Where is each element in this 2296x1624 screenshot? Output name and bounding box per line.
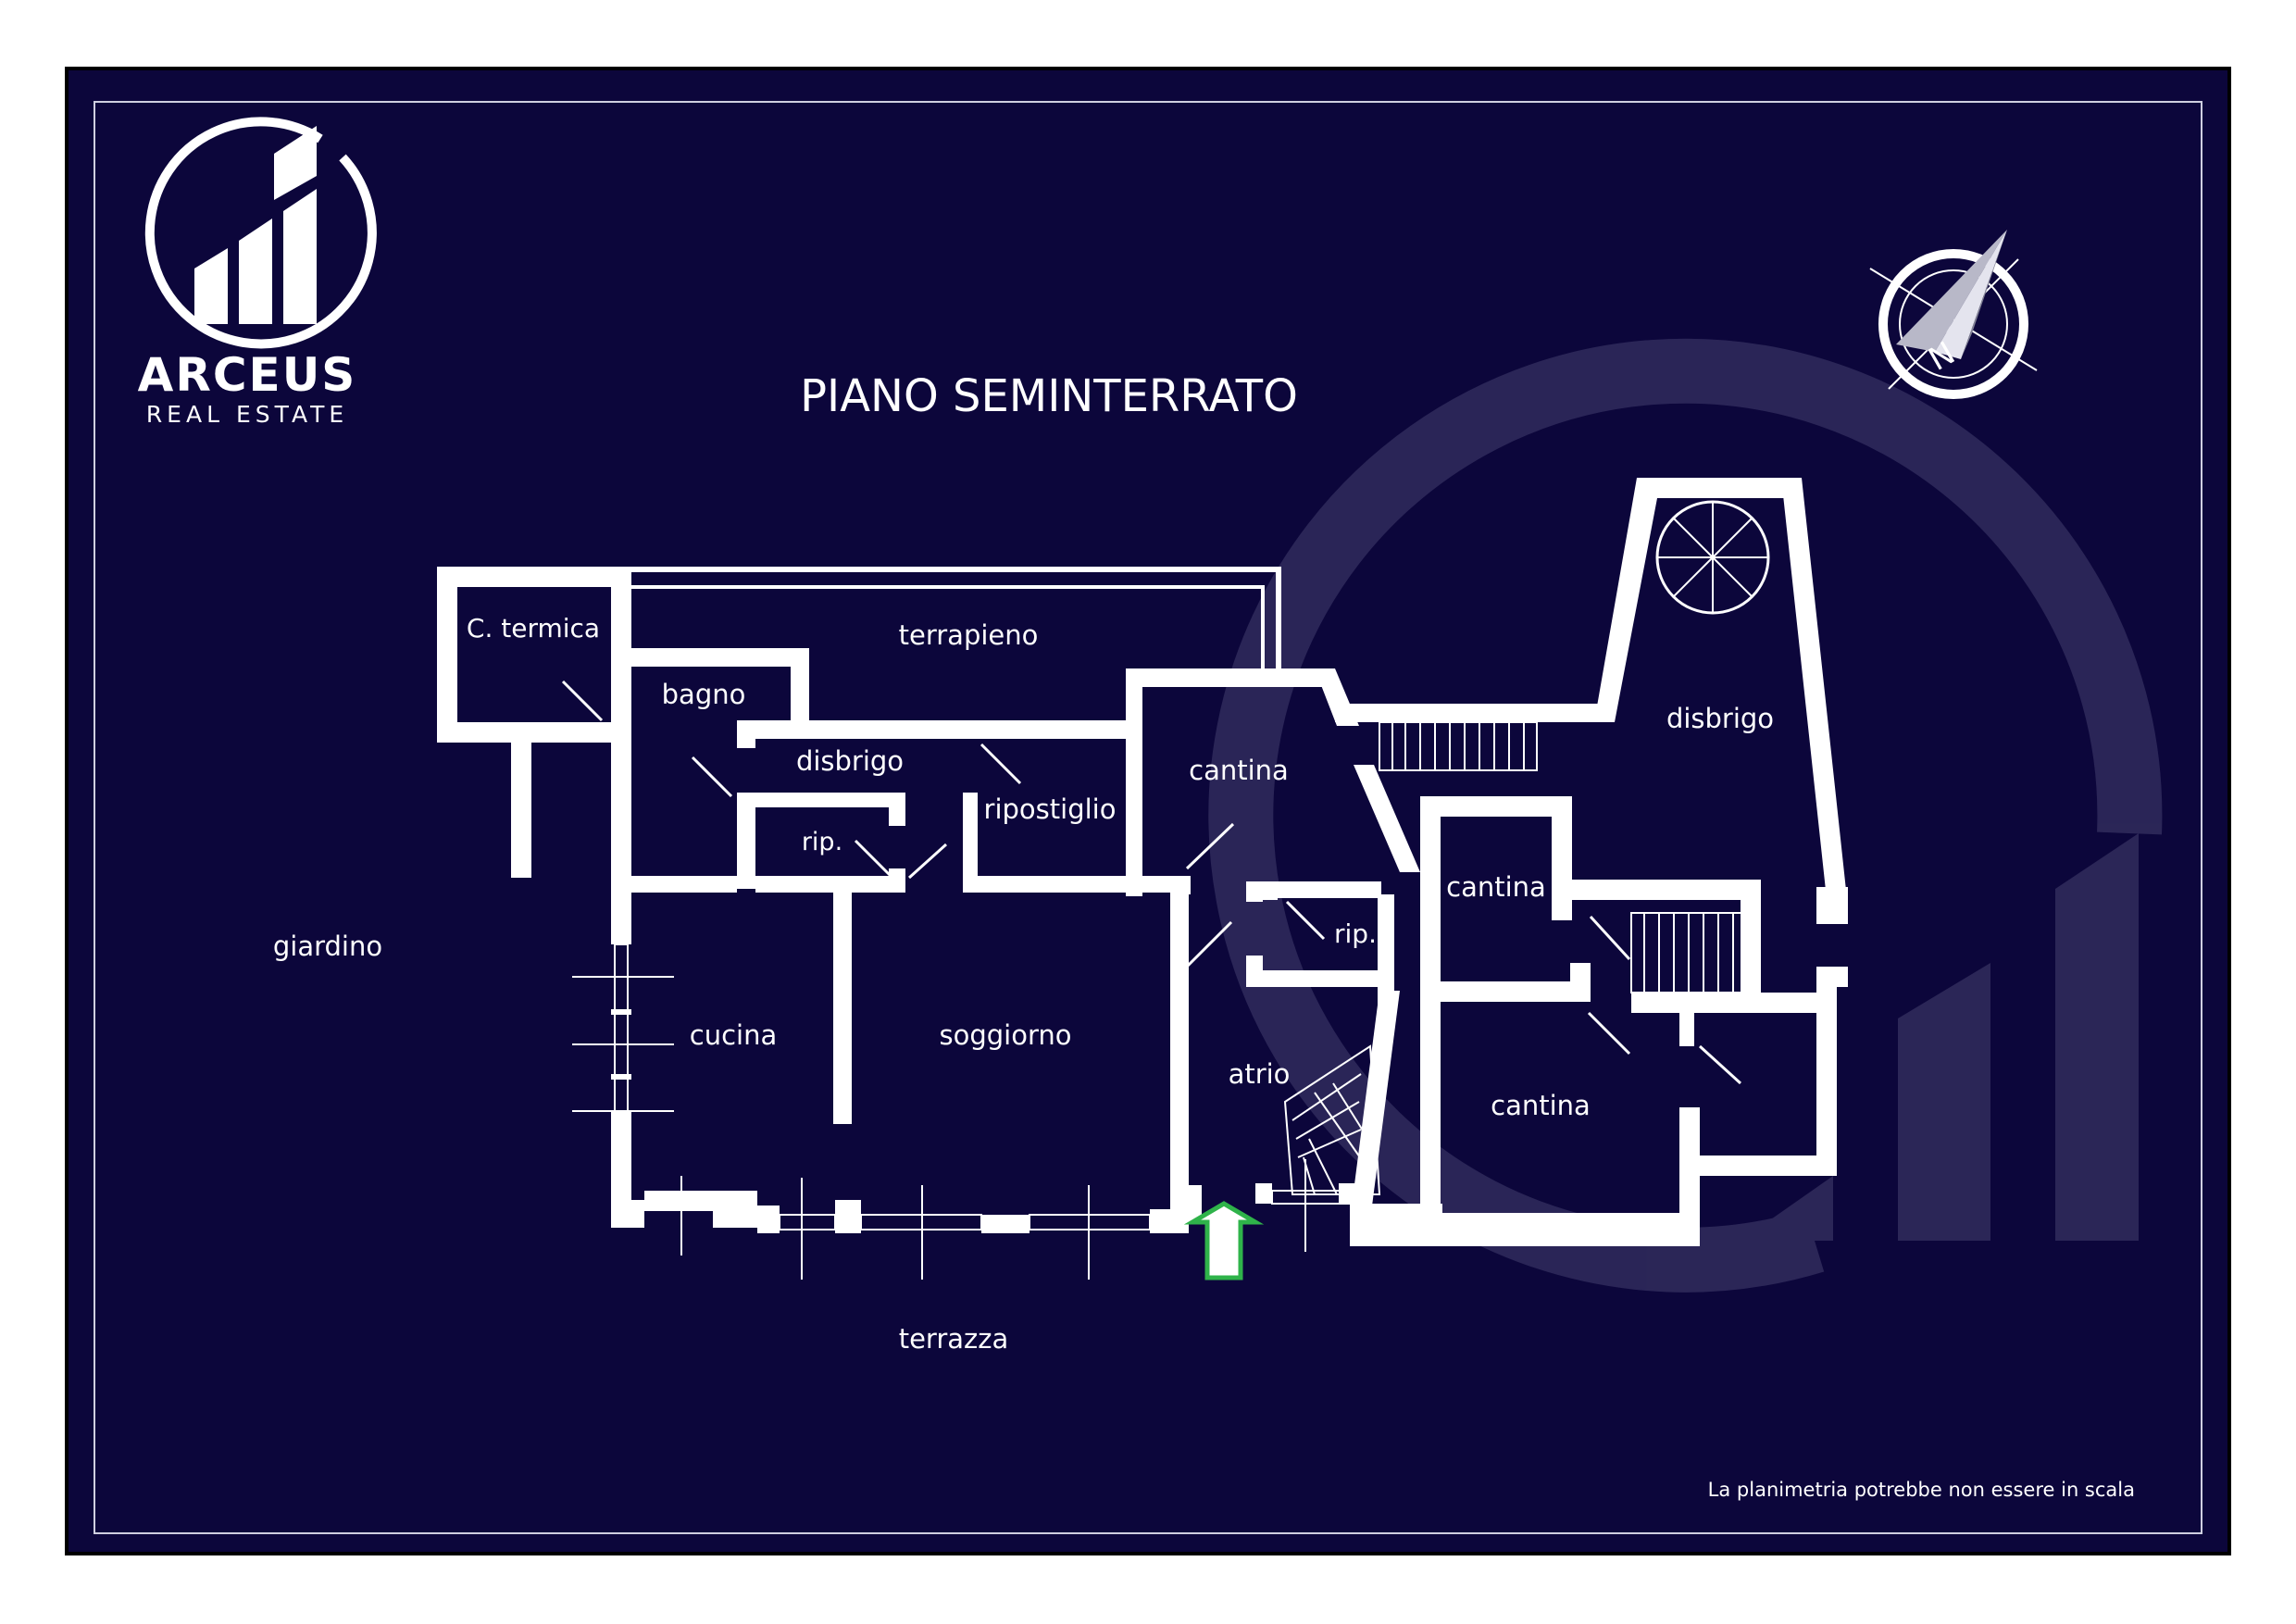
scale-disclaimer: La planimetria potrebbe non essere in sc… xyxy=(1708,1479,2135,1501)
room-bagno: bagno xyxy=(662,679,746,710)
stairs-lower xyxy=(1643,913,1734,993)
floor-plan xyxy=(437,478,1848,1280)
watermark-logo xyxy=(1208,338,2163,1293)
page-title: PIANO SEMINTERRATO xyxy=(800,370,1298,422)
room-rip-left: rip. xyxy=(802,828,842,856)
room-atrio: atrio xyxy=(1229,1058,1291,1090)
entrance-arrow-icon xyxy=(1183,1201,1265,1280)
room-terrazza: terrazza xyxy=(899,1323,1009,1355)
inner-border xyxy=(94,101,2202,1534)
room-rip-center: rip. xyxy=(1334,918,1377,949)
room-disbrigo-right: disbrigo xyxy=(1666,703,1774,734)
room-disbrigo-left: disbrigo xyxy=(796,745,904,777)
room-cucina: cucina xyxy=(690,1019,777,1051)
room-cantina-right-bottom: cantina xyxy=(1491,1090,1591,1121)
room-c-termica: C. termica xyxy=(467,613,600,643)
logo-name: ARCEUS xyxy=(138,348,357,402)
stairs-top xyxy=(1391,722,1525,770)
spiral-staircase-icon xyxy=(1657,502,1768,613)
door-swings xyxy=(561,680,1742,1085)
room-labels: C. termica terrapieno bagno disbrigo rip… xyxy=(273,613,1774,1355)
room-ripostiglio: ripostiglio xyxy=(984,793,1117,825)
room-soggiorno: soggiorno xyxy=(939,1019,1071,1051)
north-compass-icon: N xyxy=(1869,230,2038,399)
room-terrapieno: terrapieno xyxy=(899,619,1039,651)
room-cantina-center: cantina xyxy=(1189,755,1289,786)
sheet-background xyxy=(65,67,2231,1555)
arceus-logo: ARCEUS REAL ESTATE xyxy=(138,117,377,428)
atrio-stairs xyxy=(1283,1044,1381,1195)
room-cantina-right-top: cantina xyxy=(1446,871,1546,903)
room-giardino: giardino xyxy=(273,931,382,962)
logo-tagline: REAL ESTATE xyxy=(146,401,348,428)
